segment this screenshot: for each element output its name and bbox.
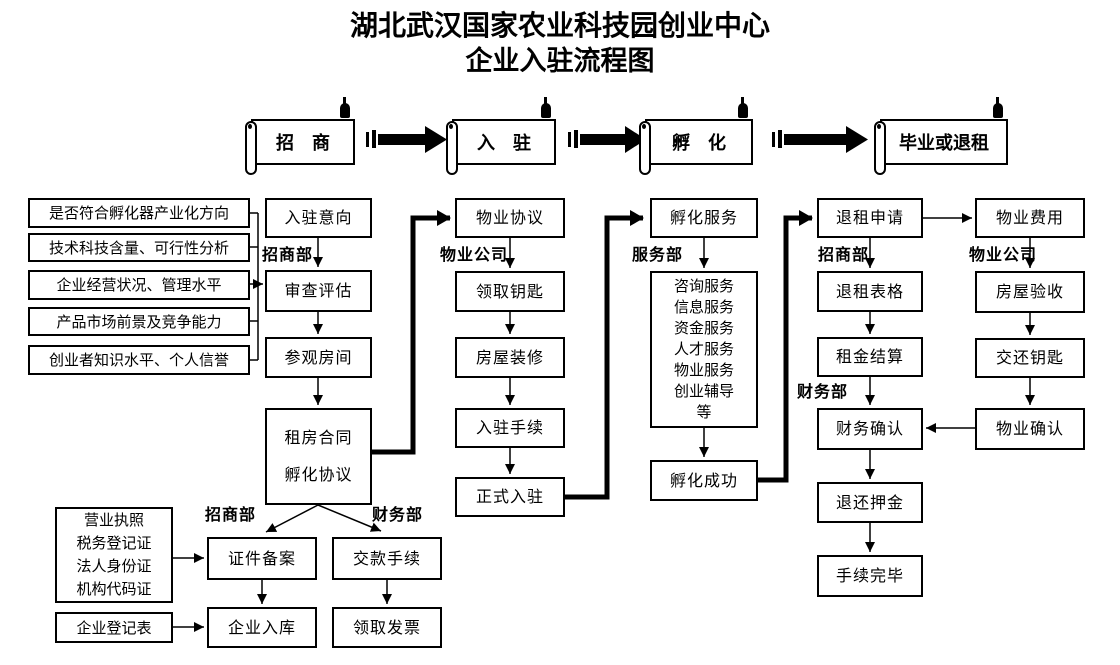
criteria-incubator-direction: 是否符合孵化器产业化方向 [28, 198, 250, 228]
node-property-agreement: 物业协议 [455, 198, 565, 238]
criteria-bracket [250, 212, 263, 361]
node-documents-list: 营业执照 税务登记证 法人身份证 机构代码证 [55, 507, 173, 603]
doc-business-license: 营业执照 [83, 511, 144, 529]
node-deposit-refund: 退还押金 [817, 482, 923, 523]
thick-connectors [372, 210, 813, 500]
dept-label-zhaoshangbu-1: 招商部 [262, 245, 314, 264]
service-property: 物业服务 [673, 361, 734, 379]
criteria-founder-reputation: 创业者知识水平、个人信誉 [28, 345, 250, 375]
service-consulting: 咨询服务 [673, 277, 734, 295]
node-property-confirmation: 物业确认 [975, 408, 1085, 450]
node-rent-settlement: 租金结算 [817, 337, 923, 377]
node-move-in-intent: 入驻意向 [265, 198, 372, 238]
node-payment-procedure: 交款手续 [332, 537, 442, 580]
node-house-inspection: 房屋验收 [975, 271, 1085, 313]
dept-label-zhaoshangbu-2: 招商部 [205, 505, 257, 524]
node-procedure-complete: 手续完毕 [817, 555, 923, 597]
lease-contract-line: 租房合同 [284, 427, 353, 447]
doc-org-code-cert: 机构代码证 [76, 580, 152, 598]
node-property-fee: 物业费用 [975, 198, 1085, 238]
node-termination-application: 退租申请 [817, 198, 923, 238]
node-incubation-success: 孵化成功 [650, 460, 758, 501]
flow-arrows [173, 213, 1035, 632]
stage-banner-label: 入 驻 [452, 119, 556, 165]
stage-arrow-1 [366, 126, 447, 153]
node-finance-confirmation: 财务确认 [817, 408, 923, 450]
node-termination-form: 退租表格 [817, 271, 923, 312]
scroll-roll-icon [874, 121, 886, 175]
node-official-checkin: 正式入驻 [455, 477, 565, 517]
stage-banner-label: 毕业或退租 [880, 119, 1008, 165]
scroll-knob-icon [340, 97, 350, 118]
dept-label-caiwubu-2: 财务部 [797, 382, 849, 401]
node-incubation-service: 孵化服务 [650, 198, 758, 238]
page-title-line1: 湖北武汉国家农业科技园创业中心 [349, 9, 770, 42]
stage-banner-biye-tuizu: 毕业或退租 [874, 97, 1008, 175]
stage-banner-label: 孵 化 [645, 119, 753, 165]
dept-label-caiwubu-1: 财务部 [372, 505, 424, 524]
doc-tax-registration: 税务登记证 [76, 534, 152, 552]
page-title-line2: 企业入驻流程图 [465, 46, 655, 77]
criteria-tech-feasibility: 技术科技含量、可行性分析 [28, 233, 250, 262]
scroll-knob-icon [993, 97, 1003, 118]
stage-arrow-2 [568, 126, 646, 153]
stage-banner-ruzhu: 入 驻 [446, 97, 556, 175]
dept-label-wuyegongsi-1: 物业公司 [440, 245, 509, 264]
criteria-market-competitiveness: 产品市场前景及竞争能力 [28, 307, 250, 336]
node-house-renovation: 房屋装修 [455, 337, 565, 378]
node-return-keys: 交还钥匙 [975, 338, 1085, 378]
dept-label-fuwubu: 服务部 [632, 245, 684, 264]
criteria-operation-management: 企业经营状况、管理水平 [28, 270, 250, 300]
stage-banner-zhaoshang: 招 商 [245, 97, 355, 175]
service-information: 信息服务 [673, 298, 734, 316]
node-lease-incubation-contract: 租房合同 孵化协议 [265, 408, 372, 505]
stage-banner-label: 招 商 [251, 119, 355, 165]
service-talent: 人才服务 [673, 340, 734, 358]
service-etc: 等 [696, 403, 712, 421]
scroll-roll-icon [245, 121, 257, 175]
scroll-knob-icon [541, 97, 551, 118]
stage-arrow-3 [772, 126, 868, 153]
doc-legal-person-id: 法人身份证 [76, 557, 152, 575]
service-startup-coaching: 创业辅导 [673, 382, 734, 400]
incubation-agreement-line: 孵化协议 [284, 465, 353, 485]
dept-label-zhaoshangbu-3: 招商部 [818, 245, 870, 264]
node-certificate-filing: 证件备案 [207, 537, 317, 580]
node-review-assessment: 审查评估 [265, 270, 372, 312]
node-receive-invoice: 领取发票 [332, 607, 442, 648]
node-get-keys: 领取钥匙 [455, 271, 565, 312]
node-company-into-database: 企业入库 [207, 607, 317, 648]
scroll-knob-icon [738, 97, 748, 118]
service-funding: 资金服务 [673, 319, 734, 337]
dept-label-wuyegongsi-2: 物业公司 [969, 245, 1038, 264]
node-services-list: 咨询服务 信息服务 资金服务 人才服务 物业服务 创业辅导 等 [650, 271, 758, 428]
scroll-roll-icon [446, 121, 458, 175]
node-company-registration-form: 企业登记表 [55, 612, 173, 643]
scroll-roll-icon [639, 121, 651, 175]
stage-banner-fuhua: 孵 化 [639, 97, 753, 175]
node-checkin-procedure: 入驻手续 [455, 408, 565, 448]
node-visit-room: 参观房间 [265, 337, 372, 378]
